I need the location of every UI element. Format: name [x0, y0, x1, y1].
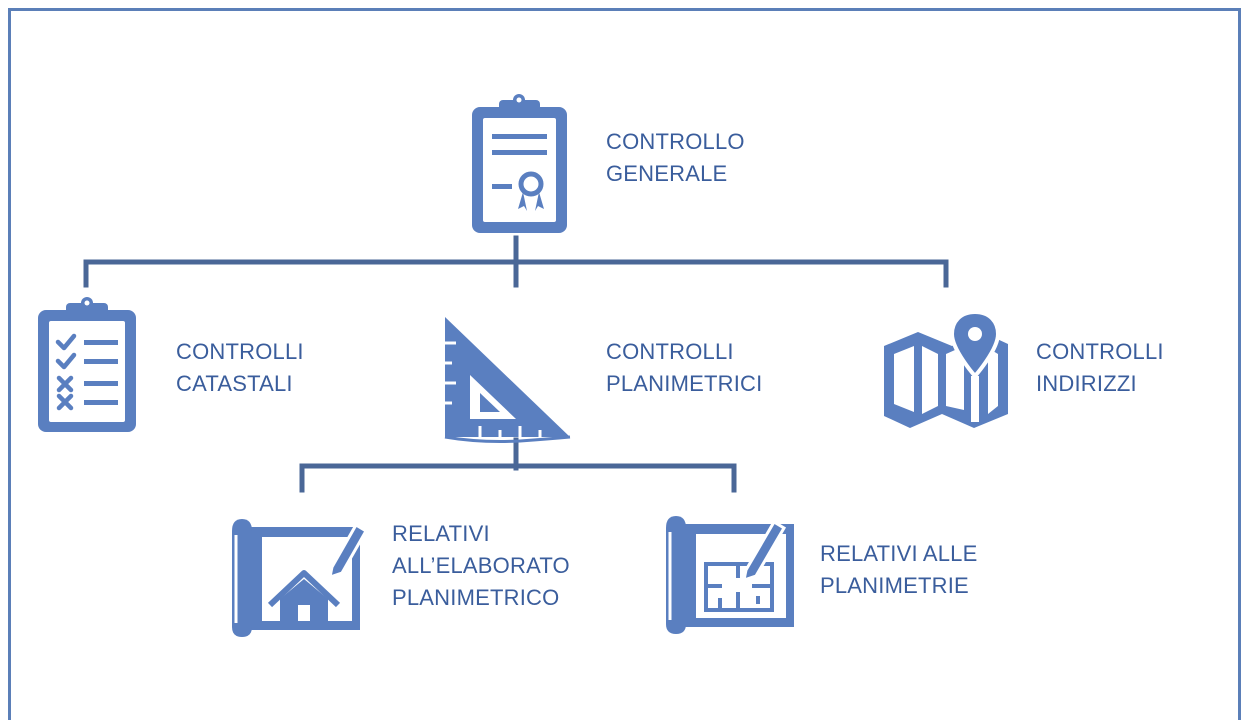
diagram-frame: [8, 8, 1241, 720]
node-label-controlli-indirizzi: CONTROLLI INDIRIZZI: [1036, 336, 1164, 400]
label-line: CONTROLLI: [1036, 339, 1164, 364]
node-label-relativi-elaborato: RELATIVI ALL’ELABORATO PLANIMETRICO: [392, 518, 570, 614]
floorplan-blueprint-icon: [666, 516, 794, 634]
node-label-relativi-planimetrie: RELATIVI ALLE PLANIMETRIE: [820, 538, 978, 602]
label-line: CONTROLLI: [606, 339, 734, 364]
label-line: CONTROLLO: [606, 129, 745, 154]
connectors: [83, 235, 949, 493]
set-square-icon: [444, 317, 571, 443]
label-line: PLANIMETRICO: [392, 585, 560, 610]
label-line: PLANIMETRICI: [606, 371, 763, 396]
node-label-controlli-catastali: CONTROLLI CATASTALI: [176, 336, 304, 400]
label-line: RELATIVI ALLE: [820, 541, 978, 566]
label-line: PLANIMETRIE: [820, 573, 969, 598]
house-blueprint-icon: [232, 519, 369, 637]
map-pin-icon: [884, 309, 1008, 428]
node-label-controlli-planimetrici: CONTROLLI PLANIMETRICI: [606, 336, 762, 400]
node-label-controllo-generale: CONTROLLO GENERALE: [606, 126, 745, 190]
label-line: ALL’ELABORATO: [392, 553, 570, 578]
label-line: RELATIVI: [392, 521, 490, 546]
label-line: CONTROLLI: [176, 339, 304, 364]
label-line: INDIRIZZI: [1036, 371, 1137, 396]
certificate-clipboard-icon: [472, 94, 567, 233]
checklist-clipboard-icon: [38, 297, 136, 432]
label-line: CATASTALI: [176, 371, 293, 396]
label-line: GENERALE: [606, 161, 728, 186]
